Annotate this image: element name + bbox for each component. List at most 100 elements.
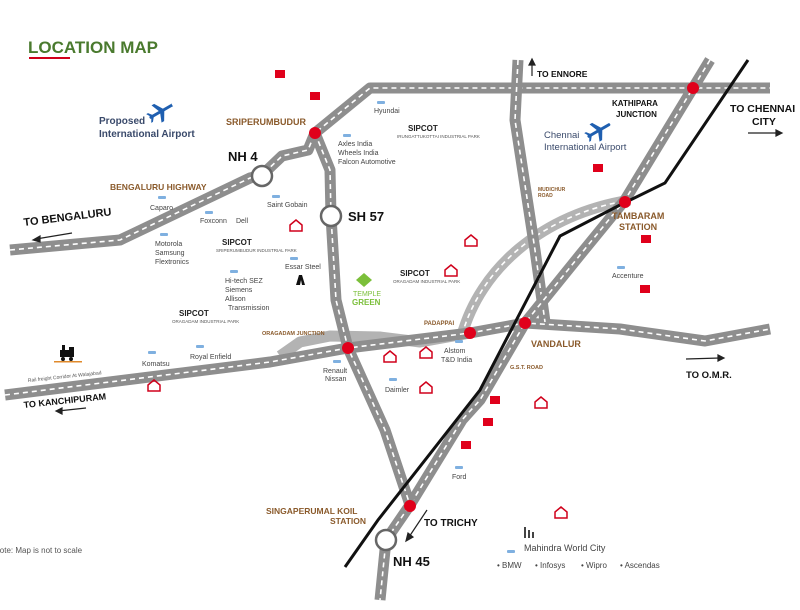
train-icon xyxy=(54,345,82,363)
label-city: CITY xyxy=(752,116,776,128)
label-sh57: SH 57 xyxy=(348,209,384,224)
company-ford: Ford xyxy=(452,474,467,481)
label-to-trichy: TO TRICHY xyxy=(424,518,478,529)
svg-text:ORAGADAM INDUSTRIAL PARK: ORAGADAM INDUSTRIAL PARK xyxy=(393,279,460,284)
company-wheels: Wheels India xyxy=(338,150,379,157)
label-vandalur: VANDALUR xyxy=(531,339,581,349)
company-royal-enfield: Royal Enfield xyxy=(190,354,231,361)
arrow-left-icon xyxy=(57,407,87,412)
junction-tambaram xyxy=(619,196,631,208)
company-komatsu: Komatsu xyxy=(142,361,170,368)
temple-green-label-2: GREEN xyxy=(352,298,381,307)
temple-green-label: TEMPLE xyxy=(353,291,381,298)
company-siemens: Siemens xyxy=(225,287,253,294)
direction-arrows xyxy=(31,57,784,543)
mahindra-tenants: • BMW • Infosys • Wipro • Ascendas xyxy=(497,561,660,570)
label-mudichur-road: ROAD xyxy=(538,193,553,199)
company-labels: Hyundai Axles India Wheels India Falcon … xyxy=(142,108,644,481)
junction-singaperumal xyxy=(404,500,416,512)
label-to-ennore: TO ENNORE xyxy=(537,69,588,79)
roundabout-sh57 xyxy=(319,204,343,228)
airplane-icon xyxy=(584,122,611,142)
sipcot-irungattukottai: SIPCOT xyxy=(408,124,438,133)
railway-line xyxy=(343,59,750,568)
company-axles: Axles India xyxy=(338,141,372,148)
label-singaperumal-station: STATION xyxy=(330,516,366,526)
company-dell: Dell xyxy=(236,218,249,225)
company-hyundai: Hyundai xyxy=(374,108,400,115)
road-nh4 xyxy=(9,82,770,256)
junction-vandalur xyxy=(519,317,531,329)
label-junction: JUNCTION xyxy=(616,110,657,119)
sipcot-oragadam-2: SIPCOT xyxy=(400,269,430,278)
road-sh57 xyxy=(309,130,416,507)
company-daimler: Daimler xyxy=(385,387,410,394)
company-foxconn: Foxconn xyxy=(200,218,227,225)
label-gst-road: G.S.T. ROAD xyxy=(510,365,543,371)
company-essar: Essar Steel xyxy=(285,264,321,271)
company-hitech: Hi-tech SEZ xyxy=(225,278,263,285)
label-to-omr: TO O.M.R. xyxy=(686,370,732,381)
sipcot-labels: SIPCOT SRIPERUMBUDUR INDUSTRIAL PARK SIP… xyxy=(172,124,480,324)
junction-kathipara xyxy=(687,82,699,94)
company-motorola: Motorola xyxy=(155,241,182,248)
tenant-bmw: • BMW xyxy=(497,561,522,570)
tenant-infosys: • Infosys xyxy=(535,561,565,570)
arrow-right-icon xyxy=(685,357,721,360)
school-icons xyxy=(147,219,568,519)
company-samsung: Samsung xyxy=(155,250,185,257)
temple-icon xyxy=(296,275,305,285)
road-mudichur-curve xyxy=(456,194,631,337)
map-title: LOCATION MAP xyxy=(28,38,158,57)
hospital-icons xyxy=(275,70,651,449)
company-falcon: Falcon Automotive xyxy=(338,159,396,166)
arrow-left-icon xyxy=(35,232,73,240)
airplane-icon xyxy=(146,103,174,123)
sipcot-oragadam: SIPCOT xyxy=(179,309,209,318)
label-sriperumbudur: SRIPERUMBUDUR xyxy=(226,117,307,127)
roundabout-nh4 xyxy=(250,164,274,188)
company-alstom: Alstom xyxy=(444,348,466,355)
label-nh45: NH 45 xyxy=(393,554,430,569)
label-to-chennai: TO CHENNAI xyxy=(730,103,795,115)
svg-text:ORAGADAM INDUSTRIAL PARK: ORAGADAM INDUSTRIAL PARK xyxy=(172,319,239,324)
svg-text:IRUNGATTUKOTTAI INDUSTRIAL PAR: IRUNGATTUKOTTAI INDUSTRIAL PARK xyxy=(397,134,480,139)
mahindra-world-city: Mahindra World City xyxy=(524,543,606,553)
tenant-wipro: • Wipro xyxy=(581,561,607,570)
company-nissan: Nissan xyxy=(325,376,347,383)
label-proposed-airport-2: International Airport xyxy=(99,129,195,140)
label-chennai-airport-2: International Airport xyxy=(544,142,627,153)
junction-oragadam xyxy=(342,342,354,354)
label-station: STATION xyxy=(619,222,657,232)
sipcot-sriperumbudur: SIPCOT xyxy=(222,238,252,247)
label-tambaram: TAMBARAM xyxy=(612,211,664,221)
label-proposed-airport: Proposed xyxy=(99,116,145,127)
svg-text:SRIPERUMBUDUR INDUSTRIAL PARK: SRIPERUMBUDUR INDUSTRIAL PARK xyxy=(216,248,297,253)
company-flextronics: Flextronics xyxy=(155,259,189,266)
temple-green-logo-icon xyxy=(356,273,372,287)
label-oragadam-junction: ORAGADAM JUNCTION xyxy=(262,331,325,337)
arrow-down-left-icon xyxy=(408,509,428,538)
label-padappai: PADAPPAI xyxy=(424,321,454,327)
tenant-ascendas: • Ascendas xyxy=(620,561,660,570)
company-saint-gobain: Saint Gobain xyxy=(267,202,308,209)
roundabout-nh45 xyxy=(374,528,398,552)
title-underline xyxy=(29,57,70,59)
company-allison-2: Transmission xyxy=(228,305,269,312)
label-chennai-airport: Chennai xyxy=(544,130,579,141)
roads xyxy=(4,57,771,601)
map-note: Note: Map is not to scale xyxy=(0,546,83,555)
company-accenture: Accenture xyxy=(612,273,644,280)
company-caparo: Caparo xyxy=(150,205,173,212)
label-bengaluru-highway: BENGALURU HIGHWAY xyxy=(110,182,207,192)
label-mudichur: MUDICHUR xyxy=(538,187,566,193)
label-kathipara: KATHIPARA xyxy=(612,99,658,108)
company-alstom-2: T&D India xyxy=(441,357,472,364)
label-to-bengaluru: TO BENGALURU xyxy=(23,206,112,229)
junction-sriperumbudur xyxy=(309,127,321,139)
junction-markers xyxy=(309,82,699,512)
label-nh4: NH 4 xyxy=(228,149,258,164)
label-singaperumal: SINGAPERUMAL KOIL xyxy=(266,506,357,516)
